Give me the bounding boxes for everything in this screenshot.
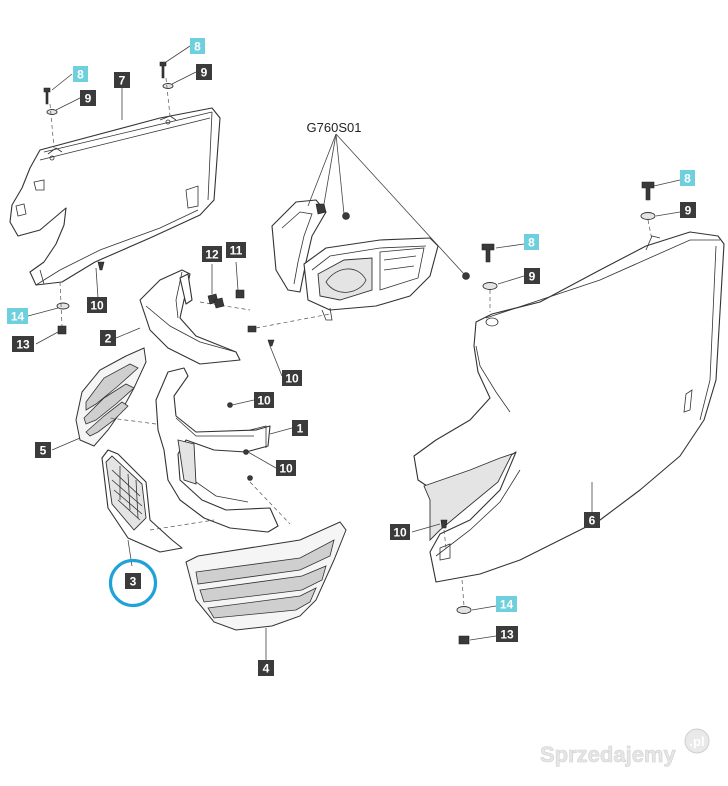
svg-text:14: 14 — [11, 310, 25, 324]
svg-text:3: 3 — [130, 575, 137, 589]
callout-label-7: 7 — [114, 72, 130, 88]
svg-text:9: 9 — [529, 270, 536, 284]
svg-text:8: 8 — [77, 68, 84, 82]
screw-hardware-top-left — [43, 61, 174, 149]
svg-text:4: 4 — [263, 662, 270, 676]
callout-label-6: 6 — [584, 512, 600, 528]
callout-label-14: 14 — [7, 308, 28, 324]
callout-label-8: 8 — [524, 234, 539, 250]
callout-label-8: 8 — [73, 66, 88, 82]
callout-label-12: 12 — [202, 246, 222, 262]
svg-text:9: 9 — [685, 204, 692, 218]
svg-text:8: 8 — [194, 40, 201, 54]
assembly-reference-code: G760S01 — [307, 120, 362, 135]
watermark: Sprzedajemy .pl — [540, 728, 710, 767]
svg-text:9: 9 — [85, 92, 92, 106]
callout-label-8: 8 — [190, 38, 205, 54]
callout-label-10: 10 — [282, 370, 302, 386]
lower-bracket-part-1 — [109, 367, 291, 533]
svg-text:10: 10 — [285, 372, 299, 386]
svg-text:12: 12 — [205, 248, 219, 262]
fog-lamp-assembly — [271, 133, 470, 321]
callout-label-10: 10 — [87, 297, 107, 313]
callout-label-10: 10 — [390, 524, 410, 540]
hardware-right-side — [440, 181, 656, 645]
svg-text:1: 1 — [297, 422, 304, 436]
svg-text:10: 10 — [257, 394, 271, 408]
side-grille-left-part-5 — [75, 347, 147, 447]
lower-grille-insert-part-3 — [101, 449, 215, 553]
svg-text:8: 8 — [528, 236, 535, 250]
svg-text:14: 14 — [500, 598, 514, 612]
svg-text:9: 9 — [201, 66, 208, 80]
callout-label-9: 9 — [80, 90, 96, 106]
callout-label-2: 2 — [100, 330, 116, 346]
svg-text:11: 11 — [230, 244, 243, 258]
watermark-badge-text: .pl — [689, 734, 704, 749]
callout-label-8: 8 — [680, 170, 695, 186]
svg-text:5: 5 — [40, 444, 47, 458]
callout-label-10: 10 — [276, 460, 296, 476]
callout-label-3-highlighted: 3 — [108, 558, 158, 608]
side-panel-left-part-7 — [9, 107, 221, 286]
svg-text:8: 8 — [684, 172, 691, 186]
svg-text:2: 2 — [105, 332, 112, 346]
svg-text:13: 13 — [500, 628, 514, 642]
fasteners-parts-11-12 — [207, 289, 331, 347]
highlight-circle — [108, 558, 158, 608]
callout-label-11: 11 — [226, 242, 246, 258]
leader-lines — [27, 45, 681, 660]
front-grille-part-4 — [185, 521, 347, 631]
callout-label-9: 9 — [196, 64, 212, 80]
callout-label-4: 4 — [258, 660, 274, 676]
hardware-below-panel-7 — [56, 261, 105, 335]
svg-text:6: 6 — [589, 514, 596, 528]
svg-text:10: 10 — [279, 462, 293, 476]
svg-text:10: 10 — [90, 299, 104, 313]
callout-label-13: 13 — [12, 336, 34, 352]
svg-text:7: 7 — [119, 74, 126, 88]
side-panel-right-part-6 — [413, 231, 725, 583]
watermark-text: Sprzedajemy — [540, 742, 676, 767]
callout-label-1: 1 — [292, 420, 308, 436]
watermark-badge — [684, 728, 710, 754]
callout-label-10: 10 — [254, 392, 274, 408]
callout-label-13: 13 — [496, 626, 518, 642]
svg-text:13: 13 — [16, 338, 30, 352]
callout-label-5: 5 — [35, 442, 51, 458]
svg-text:10: 10 — [393, 526, 407, 540]
callout-label-9: 9 — [680, 202, 696, 218]
callout-label-9: 9 — [524, 268, 540, 284]
callout-label-14: 14 — [496, 596, 517, 612]
upper-bracket-part-2 — [139, 269, 251, 365]
